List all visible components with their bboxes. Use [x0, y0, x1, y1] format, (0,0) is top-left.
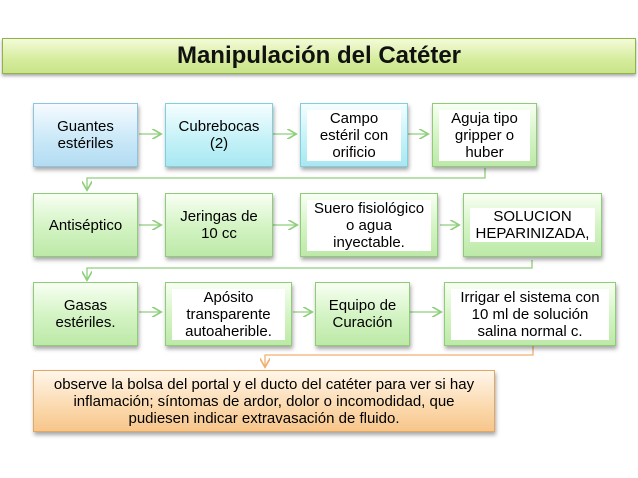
step-aposito: Apósito transparente autoaherible. [165, 282, 292, 346]
step-label: Guantes estériles [57, 118, 114, 152]
step-campo: Campo estéril con orificio [300, 103, 408, 167]
title-banner: Manipulación del Catéter [2, 38, 636, 74]
step-gasas: Gasas estériles. [33, 282, 138, 346]
step-solucion: SOLUCION HEPARINIZADA, [463, 193, 602, 257]
step-antiseptico: Antiséptico [33, 193, 138, 257]
arrow-wrap-1 [87, 168, 486, 189]
step-label: Antiséptico [48, 216, 123, 234]
step-label: SOLUCION HEPARINIZADA, [470, 208, 595, 242]
step-jeringas: Jeringas de 10 cc [165, 193, 273, 257]
step-label: Jeringas de 10 cc [180, 208, 258, 242]
step-cubrebocas: Cubrebocas (2) [165, 103, 273, 167]
observation-note: observe la bolsa del portal y el ducto d… [33, 370, 495, 432]
step-label: Apósito transparente autoaherible. [172, 288, 285, 340]
step-equipo: Equipo de Curación [315, 282, 410, 346]
step-irrigar: Irrigar el sistema con 10 ml de solución… [444, 282, 616, 346]
step-label: Campo estéril con orificio [307, 109, 401, 161]
arrow-wrap-3 [265, 346, 534, 366]
step-guantes: Guantes estériles [33, 103, 138, 167]
step-aguja: Aguja tipo gripper o huber [432, 103, 537, 167]
arrow-wrap-2 [87, 260, 533, 279]
step-label: Aguja tipo gripper o huber [439, 109, 530, 161]
step-label: Cubrebocas (2) [178, 118, 260, 152]
step-label: Gasas estériles. [55, 297, 116, 331]
step-label: Suero fisiológico o agua inyectable. [307, 199, 431, 251]
step-label: Equipo de Curación [328, 297, 397, 331]
step-label: Irrigar el sistema con 10 ml de solución… [451, 288, 609, 340]
note-text: observe la bolsa del portal y el ducto d… [53, 375, 475, 427]
step-suero: Suero fisiológico o agua inyectable. [300, 193, 438, 257]
diagram-title: Manipulación del Catéter [176, 42, 462, 69]
